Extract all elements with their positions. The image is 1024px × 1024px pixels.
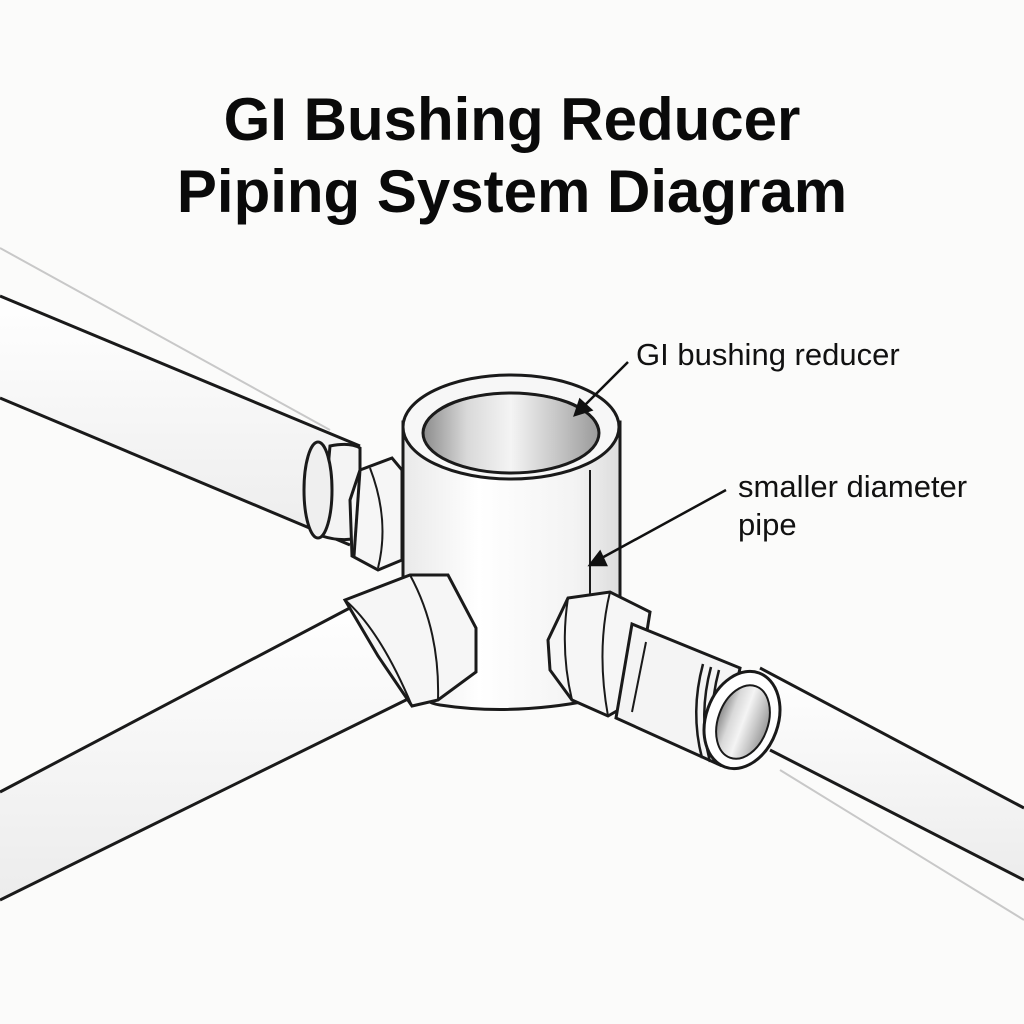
lower-left-hex-nut: [342, 573, 478, 708]
bushing-leader-line: [581, 361, 629, 409]
title-line-2: Piping System Diagram: [176, 158, 848, 225]
leader-arrows: [573, 361, 727, 567]
bushing-arrow-head: [573, 397, 594, 417]
lower-right-pipe: [759, 666, 1024, 882]
smaller-pipe-label: smaller diameter pipe: [738, 468, 1024, 544]
smaller-diameter-pipe: [614, 621, 782, 771]
upper-left-pipe: [0, 294, 362, 548]
pipe-leader-line: [597, 488, 727, 562]
lower-left-pipe: [0, 598, 411, 902]
smaller-pipe-label-line-2: pipe: [738, 507, 797, 542]
smaller-pipe-label-line-1: smaller diameter: [738, 469, 968, 504]
diagram-title: GI Bushing Reducer Piping System Diagram: [0, 84, 1024, 228]
title-line-1: GI Bushing Reducer: [223, 86, 801, 153]
bushing-reducer-label: GI bushing reducer: [636, 337, 900, 372]
pipe-arrow-head: [587, 549, 608, 567]
upper-left-hex-nut: [348, 456, 404, 572]
